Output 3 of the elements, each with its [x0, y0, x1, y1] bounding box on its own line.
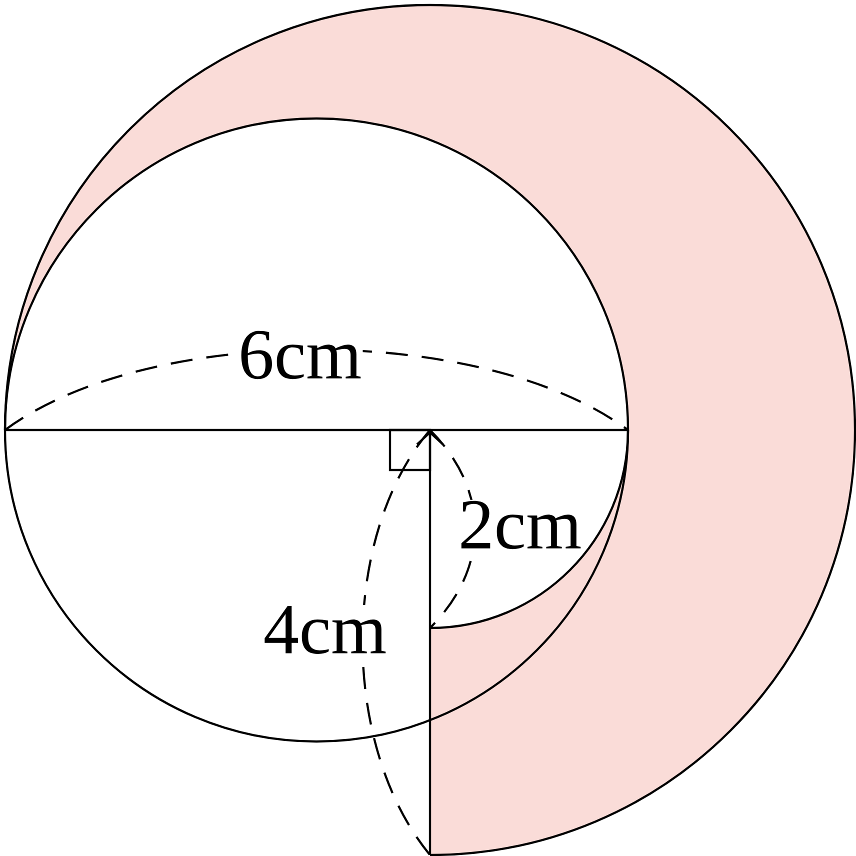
dimension-label: 2cm [457, 500, 583, 550]
dimension-label: 4cm [262, 605, 388, 655]
dimension-label: 6cm [237, 330, 363, 380]
